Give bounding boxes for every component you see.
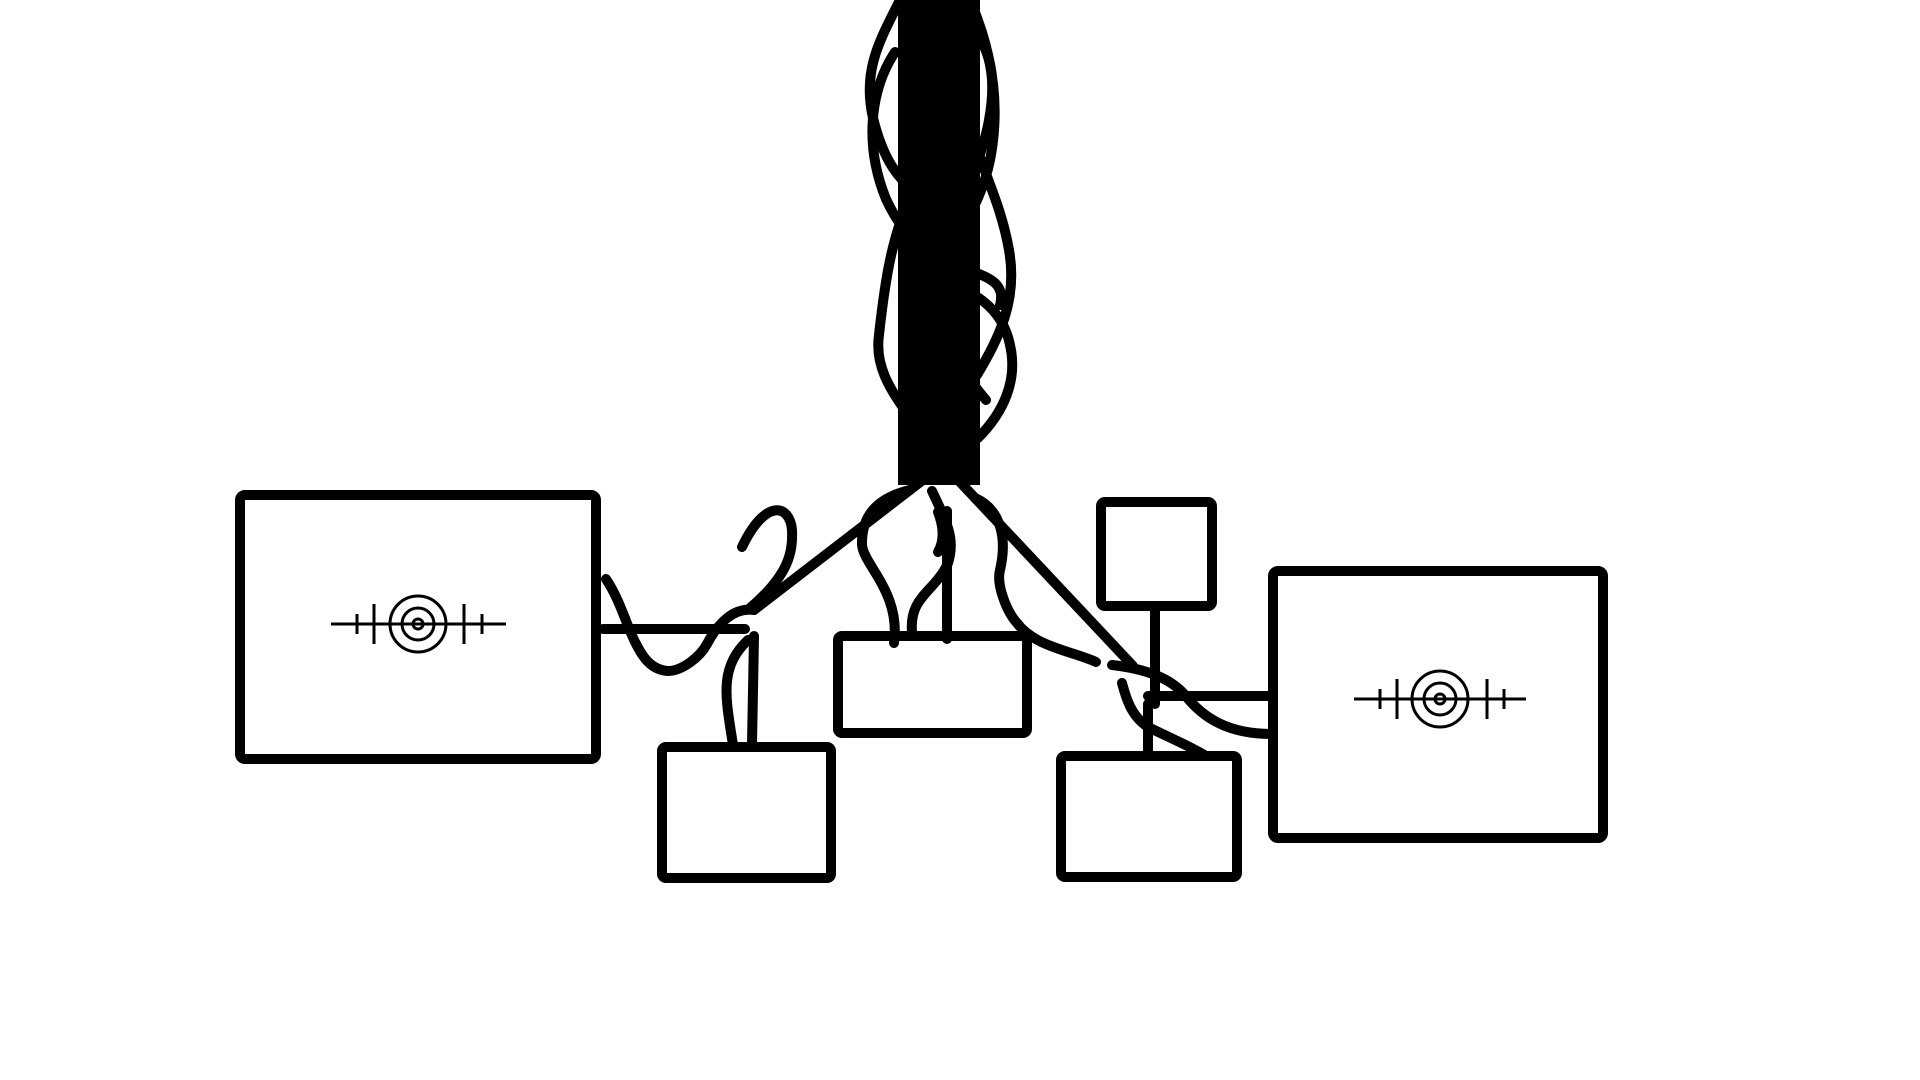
center-box <box>833 631 1032 738</box>
bottom-left-box <box>657 742 836 883</box>
small-top-right-box <box>1096 497 1217 611</box>
target-symbol-icon <box>331 594 506 654</box>
bottom-right-box <box>1056 751 1242 882</box>
left-panel <box>235 490 601 764</box>
right-panel <box>1268 566 1608 843</box>
target-symbol-icon <box>1354 669 1526 729</box>
cable-bundle <box>864 0 1018 485</box>
connector-lines <box>598 460 1278 761</box>
